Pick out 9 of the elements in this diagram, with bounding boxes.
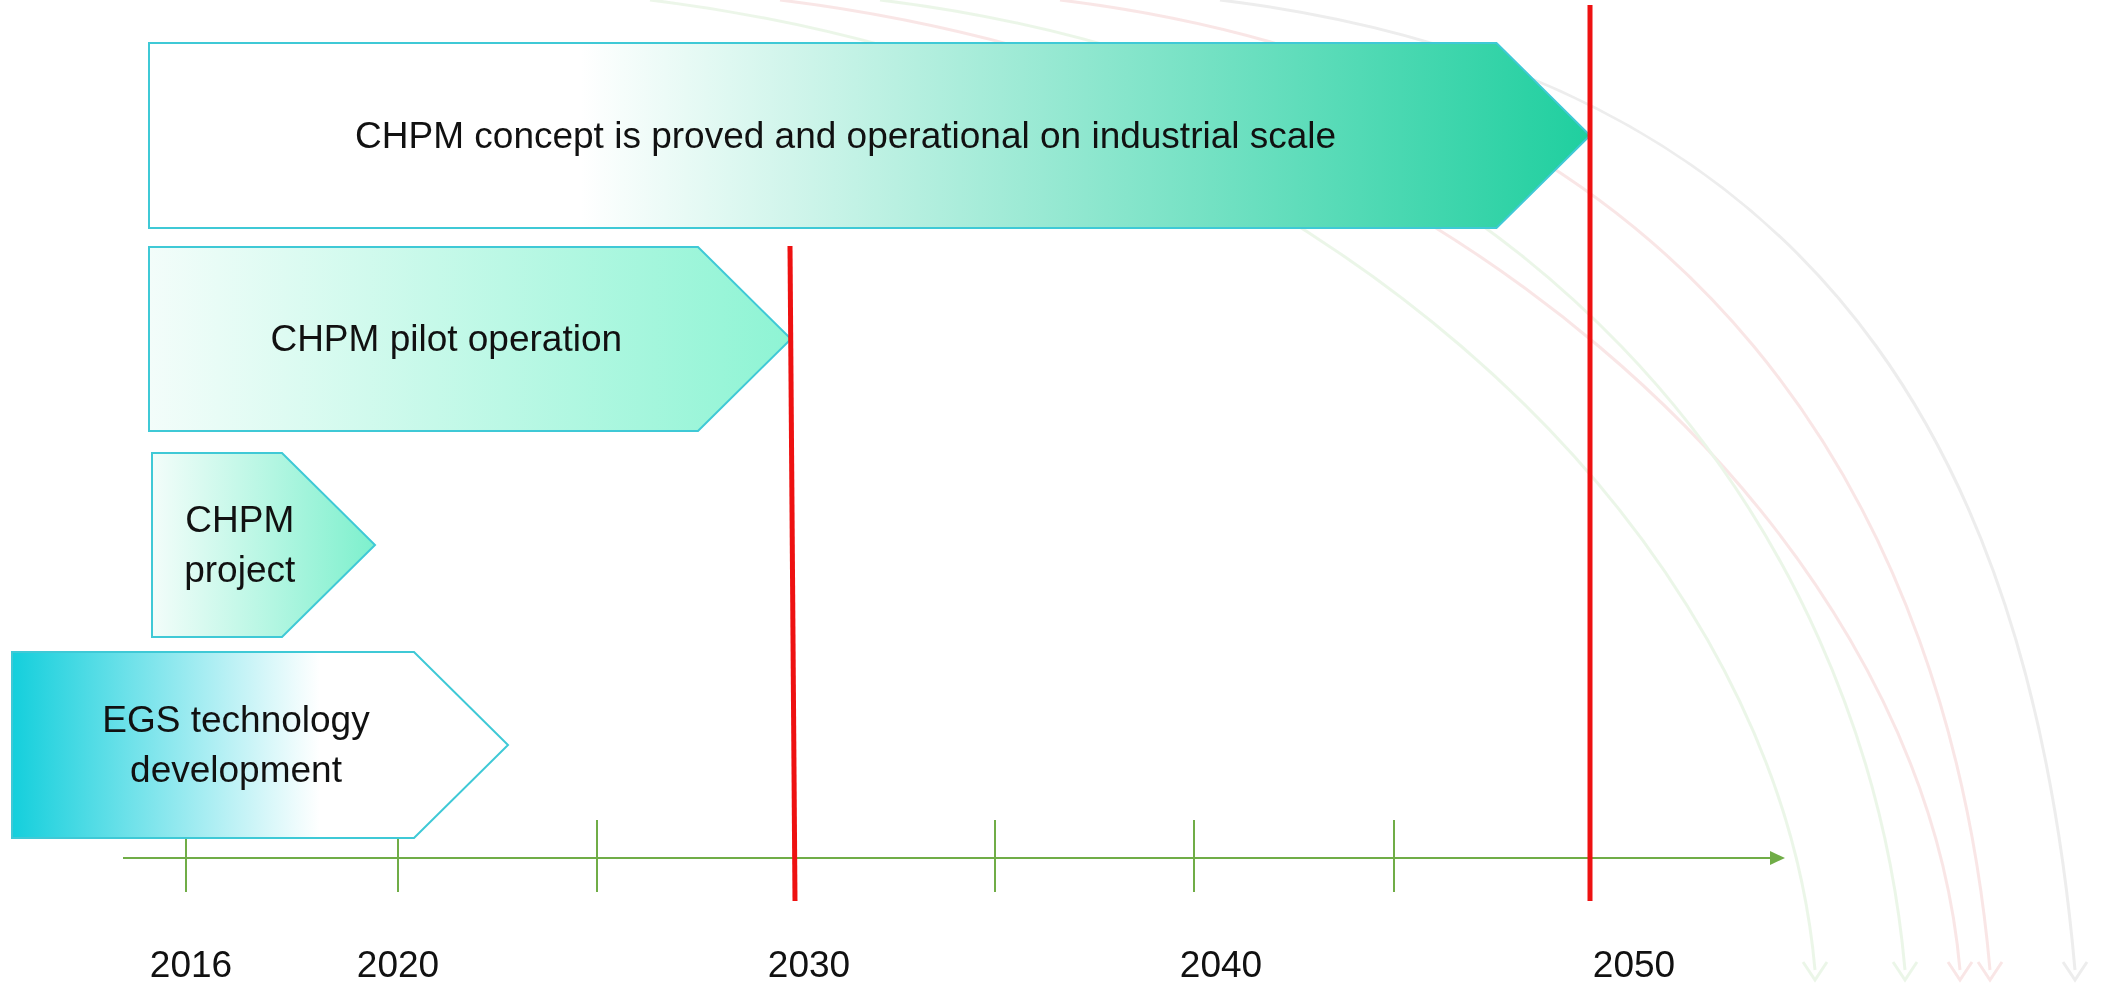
year-label: 2040 xyxy=(1179,944,1263,986)
year-label: 2050 xyxy=(1592,944,1676,986)
phase-label: EGS technology development xyxy=(101,698,371,792)
phase-label: CHPM concept is proved and operational on industrial scale xyxy=(355,113,1337,158)
year-label: 2020 xyxy=(356,944,440,986)
year-label: 2030 xyxy=(767,944,851,986)
phase-label: CHPM project xyxy=(183,498,297,592)
phase-label: CHPM pilot operation xyxy=(270,317,623,362)
year-label: 2016 xyxy=(149,944,233,986)
